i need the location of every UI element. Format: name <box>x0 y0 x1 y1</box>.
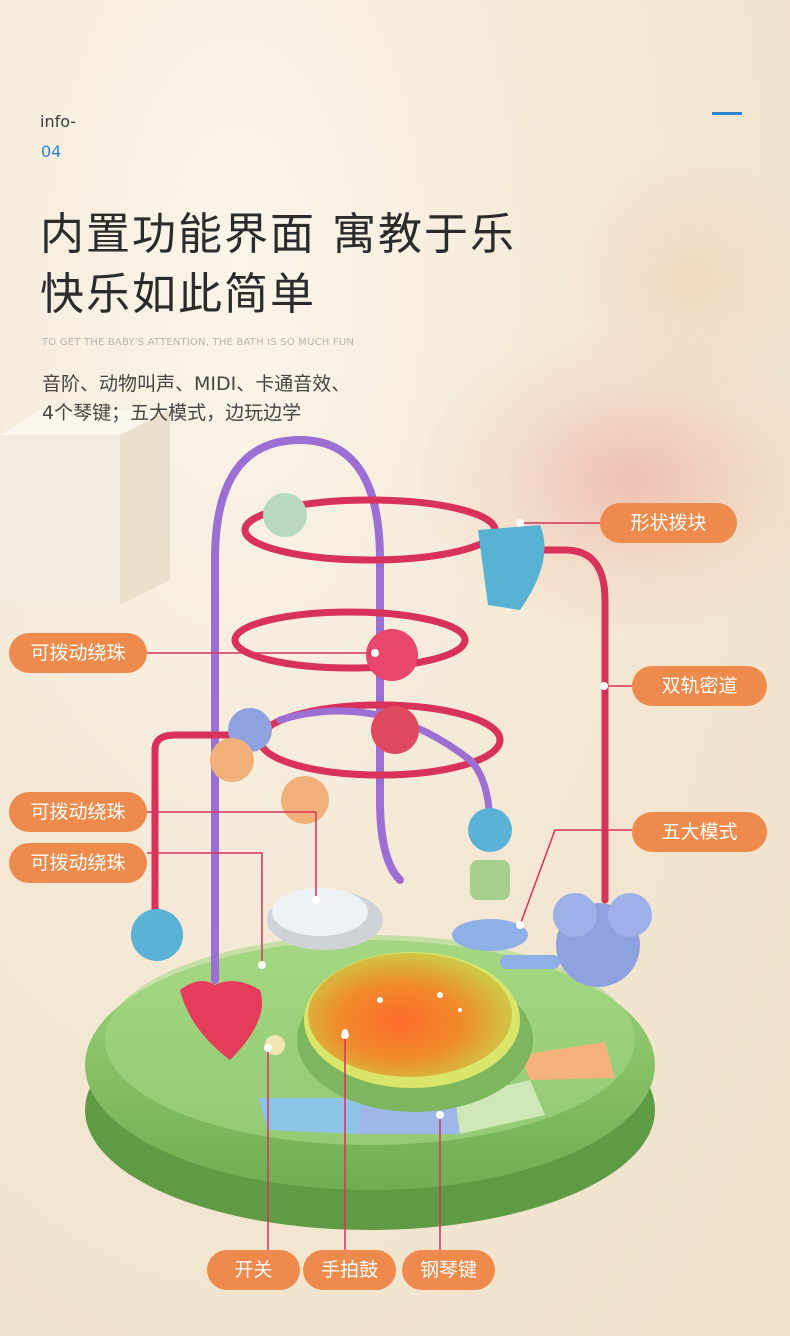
callout-bead-1: 可拨动绕珠 <box>9 633 147 673</box>
page-title-line1: 内置功能界面 寓教于乐 <box>40 209 516 260</box>
callout-bead-2: 可拨动绕珠 <box>9 792 147 832</box>
callout-bead-3: 可拨动绕珠 <box>9 843 147 883</box>
info-label: info- <box>40 112 77 131</box>
accent-dash <box>712 112 742 115</box>
callout-piano-keys: 钢琴键 <box>402 1250 495 1290</box>
callout-power-switch: 开关 <box>207 1250 300 1290</box>
decorative-cube <box>0 410 170 605</box>
section-number: 04 <box>41 142 62 161</box>
callout-hand-drum: 手拍鼓 <box>303 1250 396 1290</box>
english-subtitle: TO GET THE BABY'S ATTENTION, THE BATH IS… <box>42 337 355 348</box>
callout-shape-block: 形状拨块 <box>600 503 737 543</box>
callout-double-track: 双轨密道 <box>632 666 767 706</box>
description-line2: 4个琴键；五大模式，边玩边学 <box>42 402 302 424</box>
description-line1: 音阶、动物叫声、MIDI、卡通音效、 <box>42 373 351 395</box>
callout-five-modes: 五大模式 <box>632 812 767 852</box>
page-title-line2: 快乐如此简单 <box>40 269 316 320</box>
